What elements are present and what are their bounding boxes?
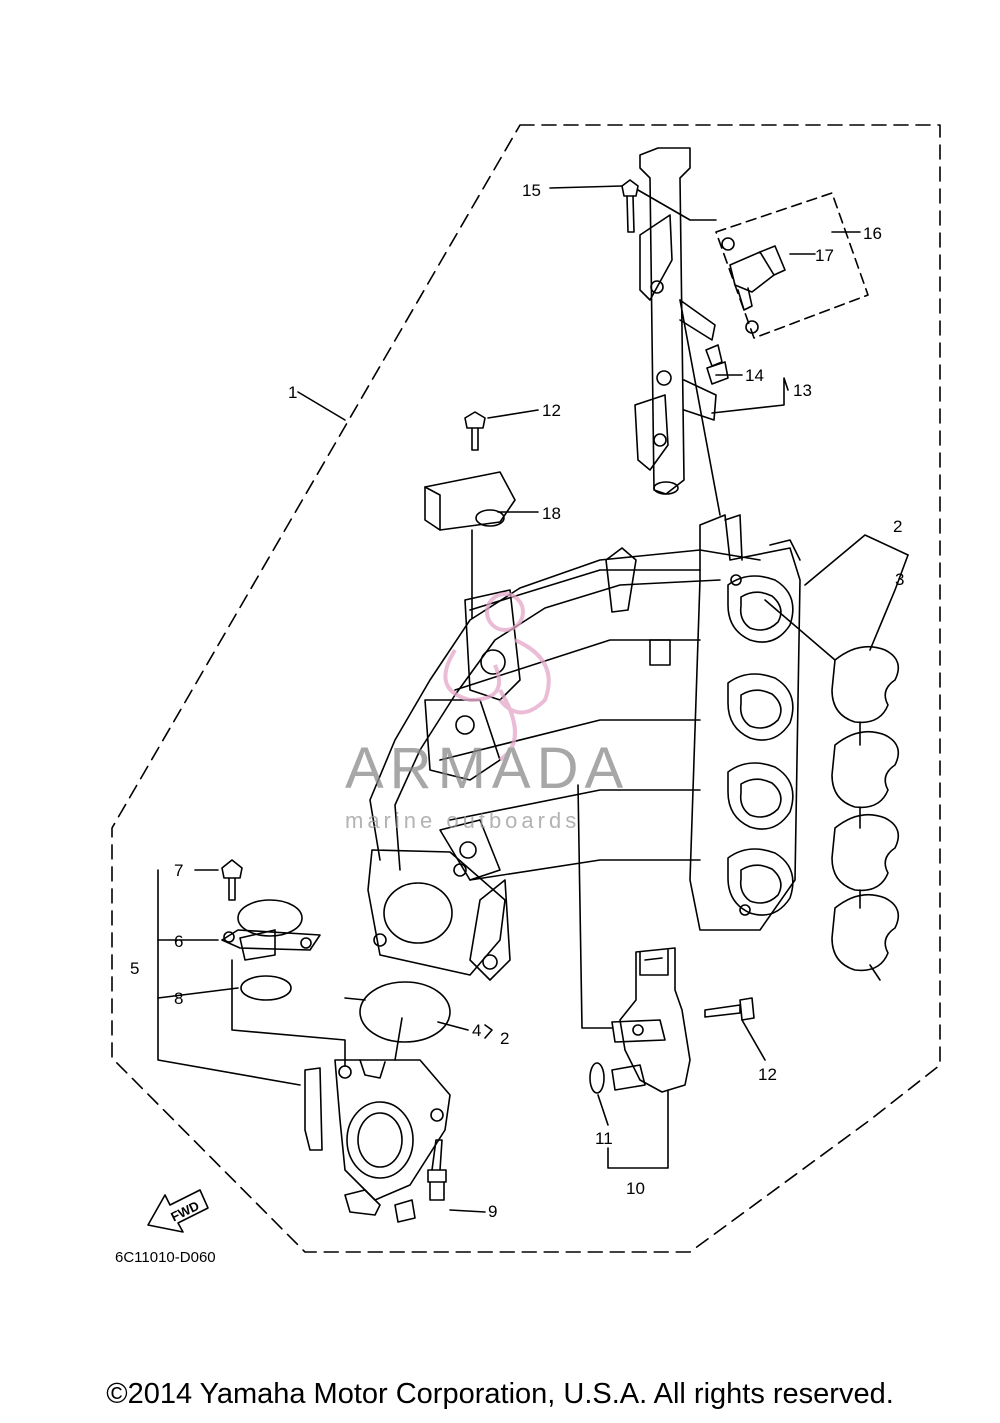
part-label-5: 5 — [130, 959, 139, 978]
part-label-9: 9 — [488, 1202, 497, 1221]
idle-valve-10 — [589, 947, 691, 1094]
screw-12-right — [704, 997, 755, 1021]
manifold-flange — [689, 514, 801, 931]
assembly-boundary — [111, 124, 941, 1253]
part-label-8: 8 — [174, 989, 183, 1008]
watermark-brand: ARMADA — [345, 736, 629, 801]
injector-group-box — [715, 192, 869, 339]
part-label-15: 15 — [522, 181, 541, 200]
part-label-7: 7 — [174, 861, 183, 880]
watermark-tagline: marine outboards — [345, 808, 580, 833]
fwd-arrow — [147, 1189, 209, 1233]
part-label-13: 13 — [793, 381, 812, 400]
part-label-2-ref: 2 — [500, 1029, 509, 1048]
sensor-18 — [424, 411, 516, 531]
clip-14 — [705, 344, 729, 385]
screw-9 — [427, 1139, 447, 1201]
throttle-sensor-6 — [221, 859, 321, 1001]
throttle-body-5 — [304, 1059, 451, 1223]
watermark-logo — [443, 592, 551, 762]
part-label-12-right: 12 — [758, 1065, 777, 1084]
fuel-rail — [634, 147, 717, 495]
part-labels: 1 2 2 3 4 5 6 7 8 9 10 11 12 12 13 14 15… — [130, 181, 904, 1221]
o-ring-4 — [344, 981, 451, 1043]
part-label-4: 4 — [472, 1021, 481, 1040]
part-label-11: 11 — [595, 1129, 613, 1148]
part-label-16: 16 — [863, 224, 882, 243]
bolt-15 — [621, 179, 639, 233]
part-label-3: 3 — [895, 570, 904, 589]
fwd-label: FWD — [168, 1198, 201, 1224]
injector-17 — [721, 237, 786, 334]
part-label-2: 2 — [893, 517, 902, 536]
part-label-12-top: 12 — [542, 401, 561, 420]
watermark: ARMADA marine outboards — [345, 592, 629, 833]
intake-manifold — [367, 547, 761, 981]
diagram-code: 6C11010-D060 — [115, 1249, 216, 1266]
leader-lines — [157, 185, 909, 1213]
part-label-14: 14 — [745, 366, 764, 385]
gasket-3 — [831, 645, 900, 981]
part-label-6: 6 — [174, 932, 183, 951]
part-label-18: 18 — [542, 504, 561, 523]
part-label-17: 17 — [815, 246, 834, 265]
part-label-10: 10 — [626, 1179, 645, 1198]
copyright-notice: ©2014 Yamaha Motor Corporation, U.S.A. A… — [106, 1378, 894, 1410]
part-label-1: 1 — [288, 383, 297, 402]
